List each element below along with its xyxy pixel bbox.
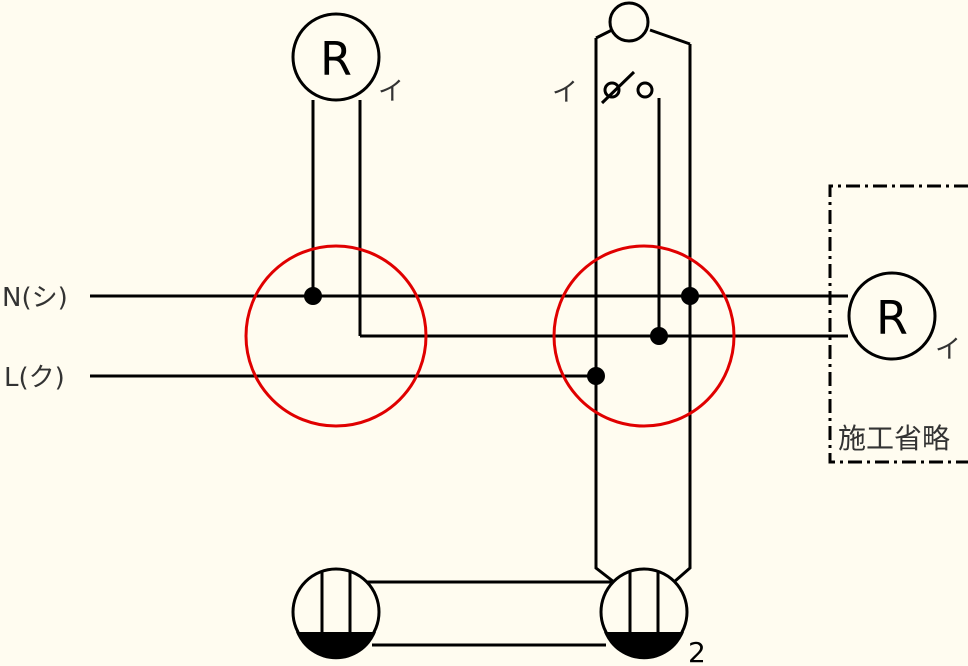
lamp-receptacle-icon [847, 271, 937, 361]
lamp-mark-right: イ [935, 335, 961, 365]
switch-enclosure-top-right [649, 28, 691, 46]
junction-dot-icon [681, 287, 699, 305]
switch-contact-right [636, 81, 654, 99]
switch-group [594, 28, 692, 584]
junction-dot-icon [304, 287, 322, 305]
junction-box-right [552, 244, 736, 428]
outlet-group: 2 [291, 567, 706, 666]
neutral-label: N(シ) [2, 283, 68, 313]
switch-enclosure-top-left [595, 28, 613, 40]
outlet-count-label: 2 [688, 636, 706, 666]
omitted-area: R イ 施工省略 [828, 184, 968, 464]
lamp-symbol-left: R [320, 32, 352, 86]
lamp-mark-left: イ [378, 77, 404, 107]
pilot-lamp-icon [608, 1, 650, 43]
lamp-receptacle-left: R イ [291, 12, 404, 336]
switch-enclosure-wire-right [673, 44, 692, 584]
switch-contact-left [603, 81, 621, 99]
omitted-area-label: 施工省略 [838, 422, 950, 455]
junction-dots [304, 287, 699, 385]
junction-box-left [244, 244, 428, 428]
junction-dot-icon [587, 367, 605, 385]
outlet-icon [599, 567, 689, 660]
switch-lever [600, 70, 636, 105]
lamp-receptacle-icon [291, 12, 381, 102]
junction-dot-icon [650, 327, 668, 345]
lamp-symbol-right: R [876, 291, 908, 345]
outlet-icon [291, 567, 381, 660]
switch-mark: イ [552, 78, 578, 108]
switch-enclosure-wire [594, 38, 615, 584]
line-label: L(ク) [4, 363, 65, 393]
feed-lines [90, 294, 848, 378]
switch-icon [600, 70, 654, 105]
omitted-area-border [828, 184, 968, 464]
